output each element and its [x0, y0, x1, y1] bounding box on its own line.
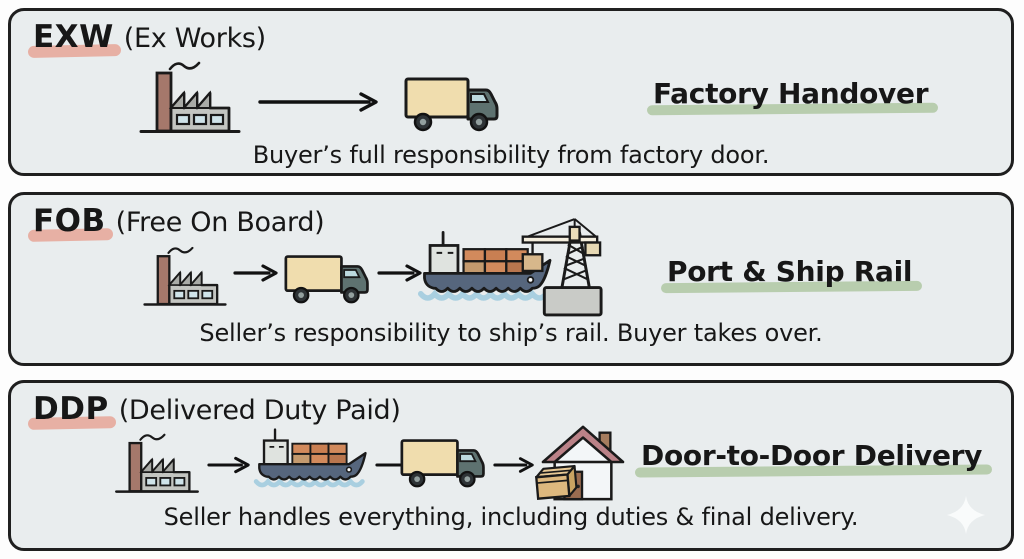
- arrow-right-icon: [493, 455, 535, 475]
- ship-crane-icon: [419, 215, 605, 319]
- handover-label: Door-to-Door Delivery: [641, 439, 983, 472]
- panel-title: EXW (Ex Works): [33, 19, 266, 55]
- incoterm-expansion: (Ex Works): [123, 23, 266, 54]
- arrow-right-icon: [233, 263, 279, 283]
- arrow-right-icon: [377, 263, 423, 283]
- incoterm-expansion: (Delivered Duty Paid): [118, 395, 401, 426]
- incoterm-acronym: DDP: [33, 391, 109, 427]
- arrow-right-icon: [257, 91, 381, 113]
- panel-ddp: DDP (Delivered Duty Paid) Door-to-Door D…: [8, 380, 1014, 551]
- factory-icon: [113, 429, 201, 497]
- incoterm-acronym: EXW: [33, 19, 114, 55]
- house-package-icon: [531, 419, 635, 505]
- panel-fob: FOB (Free On Board) Port & Ship Rail Sel…: [8, 192, 1014, 366]
- incoterm-acronym: FOB: [33, 203, 106, 239]
- incoterm-expansion: (Free On Board): [115, 207, 325, 238]
- truck-icon: [283, 253, 373, 305]
- factory-icon: [141, 243, 229, 309]
- panel-caption: Buyer’s full responsibility from factory…: [252, 141, 770, 169]
- sparkle-icon: [947, 496, 985, 534]
- truck-icon: [403, 75, 503, 133]
- panel-caption: Seller’s responsibility to ship’s rail. …: [199, 319, 823, 347]
- panel-caption: Seller handles everything, including dut…: [163, 503, 859, 531]
- handover-label: Factory Handover: [653, 77, 929, 110]
- factory-icon: [137, 57, 243, 137]
- arrow-right-icon: [207, 455, 251, 475]
- truck-icon: [399, 437, 489, 489]
- handover-label: Port & Ship Rail: [667, 255, 913, 288]
- panel-title: FOB (Free On Board): [33, 203, 325, 239]
- ship-icon: [253, 423, 371, 499]
- panel-title: DDP (Delivered Duty Paid): [33, 391, 401, 427]
- panel-exw: EXW (Ex Works) Factory Handover Buyer’s …: [8, 8, 1014, 176]
